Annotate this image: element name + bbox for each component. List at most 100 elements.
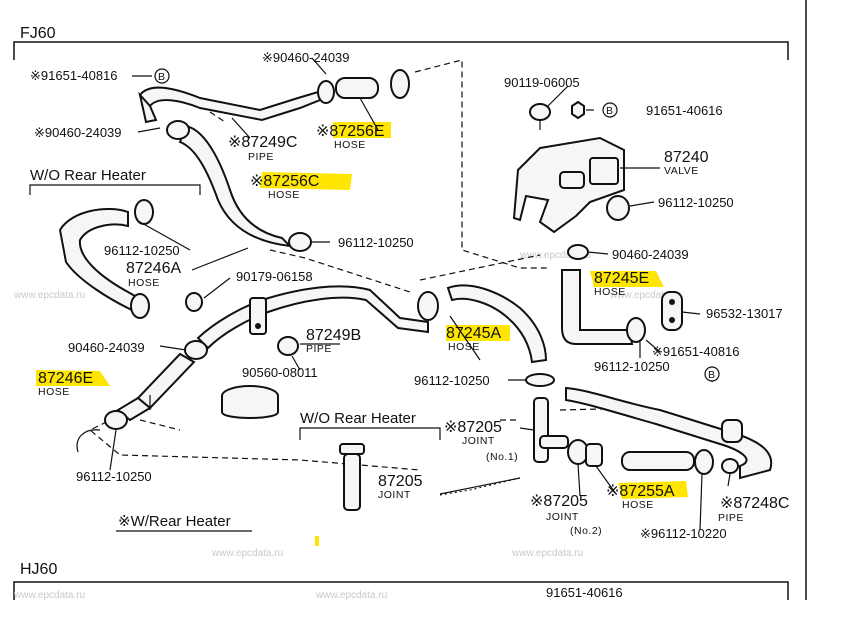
watermark: www.epcdata.ru (609, 290, 681, 301)
section-frame-fj60 (13, 0, 807, 600)
part-number: 87205 (378, 473, 423, 490)
part-number: 96112-10250 (594, 359, 670, 374)
part-number: 90460-24039 (68, 340, 145, 355)
watermark: www.epcdata.ru (315, 590, 387, 601)
bolt-90119-06005 (529, 103, 551, 130)
part-description: HOSE (594, 286, 626, 298)
part-description: JOINT (546, 511, 579, 523)
part-number: 96112-10250 (658, 195, 734, 210)
clamp-87245a-top (417, 291, 439, 321)
part-labels: ※91651-40816 ※90460-24039 ※90460-24039 ※… (30, 50, 789, 600)
part-number: ※90460-24039 (262, 50, 350, 65)
pipe-87249b-bracket (249, 297, 267, 335)
part-number: 96112-10250 (338, 235, 414, 250)
part-number: 87240 (664, 149, 709, 166)
part-number: 87245A (446, 325, 501, 342)
part-description: PIPE (248, 151, 274, 163)
marker-b-label: B (606, 105, 614, 117)
clamp-96112-10250-wo (130, 199, 154, 319)
group-label-wo-rear-heater-left: W/O Rear Heater (30, 167, 146, 184)
clamp-96112-10250-bl (104, 410, 128, 430)
grommet-96532-13017 (661, 291, 683, 331)
part-number: 96532-13017 (706, 306, 783, 321)
clamp-90460-24039-left (166, 120, 190, 140)
clamp-90460-24039-r (567, 244, 589, 260)
clamp-90460-24039-top (317, 69, 410, 104)
part-description: HOSE (622, 499, 654, 511)
section-title-hj60: HJ60 (20, 561, 57, 578)
part-number: ※87249C (228, 134, 297, 151)
part-description: (No.2) (570, 525, 602, 537)
hose-87246e (116, 352, 196, 422)
part-number: 87246A (126, 260, 181, 277)
joint-87205-no1 (533, 397, 569, 463)
part-number: 87245E (594, 270, 649, 287)
part-number: 90179-06158 (236, 269, 313, 284)
part-description: PIPE (306, 343, 332, 355)
pipe-87249c (138, 86, 322, 124)
part-number: ※87256E (316, 123, 385, 140)
watermark: www.epcdata.ru (519, 250, 591, 261)
group-label-wo-rear-heater-center: W/O Rear Heater (300, 410, 416, 427)
dotted-leader (439, 477, 521, 496)
part-description: HOSE (448, 341, 480, 353)
section-title-fj60: FJ60 (20, 25, 56, 42)
nut-91651-40616-tr (571, 100, 585, 120)
clamp-96112-10250-mid (288, 232, 312, 252)
reservoir-cap (221, 385, 279, 419)
marker-b-label: B (708, 369, 716, 381)
part-number: ※91651-40816 (30, 68, 118, 83)
part-number: 96112-10250 (104, 243, 180, 258)
part-number: ※87248C (720, 495, 789, 512)
joint-87205-no2 (567, 439, 603, 467)
watermark: www.epcdata.ru (13, 590, 85, 601)
part-number: 87249B (306, 327, 361, 344)
part-description: HOSE (128, 277, 160, 289)
leader-lines (109, 57, 731, 531)
clamp-96112-10250-rb (626, 317, 646, 343)
hose-87246a (58, 208, 144, 314)
highlights (36, 122, 688, 546)
clamp-96112-10250-r (606, 195, 630, 221)
marker-b-tr: B (602, 102, 618, 118)
hose-87255a (621, 451, 695, 471)
group-label-w-rear-heater: ※W/Rear Heater (118, 513, 231, 530)
part-description: HOSE (268, 189, 300, 201)
nut-91651-40816-r (721, 458, 739, 474)
clamp-96112-10250-cl (525, 373, 555, 387)
part-number: ※90460-24039 (34, 125, 122, 140)
pipe-87248c (565, 386, 773, 480)
bracket-wo-rear-heater-center (299, 427, 441, 440)
part-number: ※87205 (444, 419, 502, 436)
part-number: 90119-06005 (504, 75, 580, 90)
part-description: PIPE (718, 512, 744, 524)
section-frame-hj60 (13, 581, 789, 600)
hose-rear-heater-end (76, 429, 101, 453)
clamp-90460-24039-lm (184, 340, 208, 360)
clamp-96112-10220 (694, 449, 714, 475)
hose-87245a (446, 284, 548, 364)
part-description: JOINT (462, 435, 495, 447)
part-number: 91651-40616 (646, 103, 723, 118)
part-number: 96112-10250 (414, 373, 490, 388)
valve-87240 (512, 136, 625, 234)
hose-87256e (335, 77, 379, 99)
watermark: www.epcdata.ru (211, 548, 283, 559)
marker-b-label: B (158, 71, 166, 83)
part-number: ※87255A (606, 483, 675, 500)
watermarks: www.epcdata.ru www.epcdata.ru www.epcdat… (13, 250, 681, 601)
part-description: HOSE (38, 386, 70, 398)
part-number: 96112-10250 (76, 469, 152, 484)
marker-b-tl: B (154, 68, 170, 84)
part-number: ※91651-40816 (652, 344, 740, 359)
part-description: (No.1) (486, 451, 518, 463)
part-number: ※87256C (250, 173, 319, 190)
watermark: www.epcdata.ru (511, 548, 583, 559)
part-number: 91651-40616 (546, 585, 623, 600)
part-number: 87246E (38, 370, 93, 387)
part-description: VALVE (664, 165, 699, 177)
clip-90179-06158 (185, 292, 203, 312)
bracket-wo-rear-heater-left (29, 184, 201, 195)
marker-b-r: B (704, 366, 720, 382)
